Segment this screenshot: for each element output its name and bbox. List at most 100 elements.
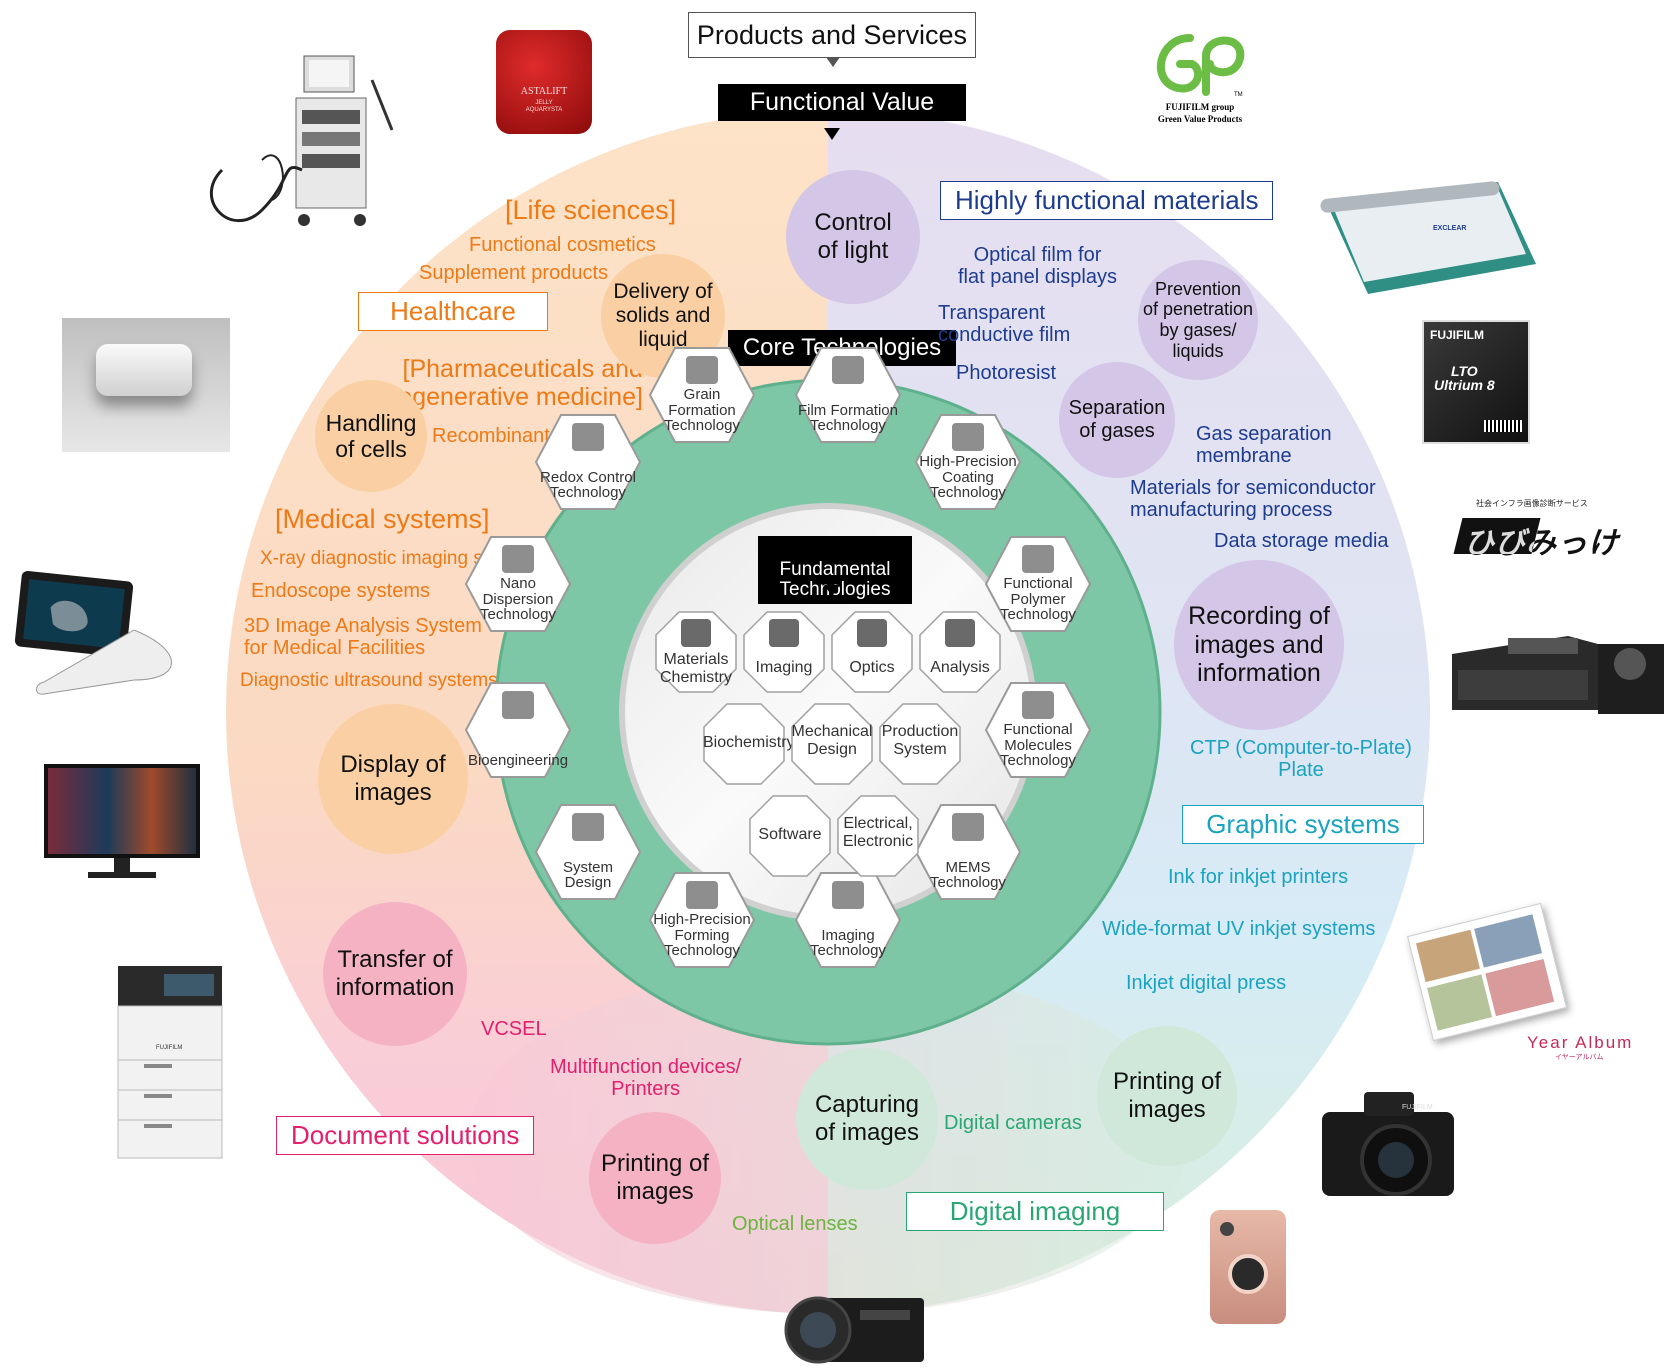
fundamental-tech-label: Software (758, 826, 822, 843)
redox-cycle-icon (572, 423, 604, 451)
functional-value-label: Functional Value (718, 84, 966, 121)
gp-leaf-icon (1157, 34, 1245, 96)
products-services-box: Products and Services (688, 12, 976, 58)
monitor-frame-icon (44, 764, 200, 858)
segment-healthcare: Healthcare (358, 292, 548, 331)
molecule-icon (1022, 691, 1054, 719)
sugar-block-image (62, 318, 230, 452)
value-display: Display of images (318, 704, 468, 854)
product-transparent-film: Transparent conductive film (938, 302, 1071, 346)
endoscope-cart-image (209, 55, 394, 226)
instant-camera-image (1210, 1210, 1286, 1324)
inkjet-press-image (1452, 636, 1664, 714)
fundamental-tech-octagon: Imaging (743, 611, 825, 693)
product-supplement: Supplement products (419, 262, 609, 284)
product-ultrasound: Diagnostic ultrasound systems (240, 670, 498, 691)
core-tech-label: System Design (562, 858, 613, 892)
fundamental-tech-octagon: Optics (831, 611, 913, 693)
astalift-brand: ASTALIFT (520, 86, 568, 97)
core-tech-label: MEMS Technology (930, 858, 1006, 892)
segment-highly-functional-materials: Highly functional materials (940, 181, 1274, 220)
segment-document-text: Document solutions (291, 1120, 520, 1150)
core-tech-hex: Redox Control Technology (534, 413, 642, 511)
products-services-pointer (826, 57, 840, 67)
functional-value-pointer (824, 128, 840, 140)
core-tech-hex: Film Formation Technology (794, 346, 902, 444)
product-endoscope: Endoscope systems (251, 580, 430, 602)
coating-nozzle-icon (952, 423, 984, 451)
year-album-jp: イヤーアルバム (1555, 1054, 1604, 1061)
broadcast-lens-image (784, 1296, 924, 1364)
product-optical-film: Optical film for flat panel displays (958, 244, 1117, 288)
value-control-of-light: Control of light (786, 170, 920, 304)
film-roll-icon (832, 356, 864, 384)
core-tech-hex: Bioengineering (464, 681, 572, 779)
fundamental-technologies-pointer (824, 585, 840, 596)
ultrasound-device-image (14, 570, 172, 695)
hibi-small-text: 社会インフラ画像診断サービス (1476, 499, 1588, 508)
core-tech-hex: MEMS Technology (914, 803, 1022, 901)
core-tech-label: Nano Dispersion Technology (480, 574, 556, 624)
astalift-sub: JELLY AQUARYSTA (525, 100, 563, 113)
product-functional-cosmetics: Functional cosmetics (469, 234, 656, 256)
core-tech-label: Film Formation Technology (797, 401, 898, 435)
value-handling-cells: Handling of cells (315, 380, 427, 492)
analysis-chart-icon (945, 619, 975, 647)
fundamental-tech-octagon: Materials Chemistry (655, 611, 737, 693)
heading-pharma: [Pharmaceuticals and regenerative medici… (390, 355, 643, 411)
fundamental-tech-label: Materials Chemistry (659, 651, 732, 687)
product-semiconductor: Materials for semiconductor manufacturin… (1130, 477, 1376, 521)
hex-cluster-icon (686, 356, 718, 384)
gp-tm: TM (1234, 92, 1243, 98)
lens-stack-icon (686, 881, 718, 909)
value-recording: Recording of images and information (1174, 560, 1344, 730)
product-uv-inkjet: Wide-format UV inkjet systems (1102, 918, 1376, 940)
fundamental-tech-label: Electrical, Electronic (842, 815, 914, 851)
value-printing-left: Printing of images (589, 1112, 721, 1244)
fundamental-tech-octagon: Biochemistry (703, 703, 795, 785)
fundamental-tech-label: Biochemistry (703, 734, 795, 751)
green-value-logo: TM FUJIFILM group Green Value Products (1140, 30, 1260, 130)
lto-title: LTO Ultrium 8 (1434, 363, 1495, 393)
core-tech-label: Bioengineering (467, 752, 569, 770)
fundamental-tech-octagon: Mechanical Design (791, 703, 873, 785)
fundamental-tech-octagon: Analysis (919, 611, 1001, 693)
product-digital-press: Inkjet digital press (1126, 972, 1287, 994)
core-tech-hex: Grain Formation Technology (648, 346, 756, 444)
core-tech-label: Imaging Technology (810, 926, 886, 960)
product-ink: Ink for inkjet printers (1168, 866, 1349, 888)
fundamental-tech-octagon: Production System (879, 703, 961, 785)
functional-value-text: Functional Value (749, 88, 935, 116)
flask-icon (681, 619, 711, 647)
monitor-portrait-icon (769, 619, 799, 647)
hibi-logo: ひびみっけ (1453, 514, 1630, 560)
core-tech-label: High-Precision Forming Technology (653, 910, 751, 960)
person-heart-icon (502, 691, 534, 719)
barcode-icon (1484, 420, 1522, 432)
value-prevention: Prevention of penetration by gases/ liqu… (1138, 260, 1258, 380)
segment-graphic-systems: Graphic systems (1182, 805, 1424, 844)
core-tech-label: Functional Polymer Technology (1000, 574, 1076, 624)
core-tech-label: High-Precision Coating Technology (919, 452, 1017, 502)
imaging-grid-icon (832, 881, 864, 909)
heading-medical-systems: [Medical systems] (275, 504, 490, 534)
core-tech-hex: Functional Molecules Technology (984, 681, 1092, 779)
value-delivery: Delivery of solids and liquid (601, 254, 725, 378)
year-album-label: Year Album (1527, 1033, 1634, 1052)
product-image-analysis: 3D Image Analysis System for Medical Fac… (244, 615, 482, 659)
product-photoresist: Photoresist (956, 362, 1057, 384)
core-tech-hex: Nano Dispersion Technology (464, 535, 572, 633)
core-tech-hex: Functional Polymer Technology (984, 535, 1092, 633)
segment-document-solutions: Document solutions (276, 1116, 535, 1155)
segment-hfm-text: Highly functional materials (955, 185, 1259, 215)
mfp-brand: FUJIFILM (156, 1045, 183, 1051)
gp-line2: Green Value Products (1157, 114, 1243, 124)
segment-digital-text: Digital imaging (949, 1196, 1121, 1226)
gp-line1: FUJIFILM group (1165, 102, 1235, 112)
product-ctp: CTP (Computer-to-Plate) Plate (1190, 737, 1412, 781)
mfp-printer-image (117, 966, 223, 1159)
sugar-cube-icon (96, 344, 192, 396)
core-tech-hex: High-Precision Coating Technology (914, 413, 1022, 511)
fundamental-tech-octagon: Electrical, Electronic (837, 795, 919, 877)
fundamental-tech-label: Mechanical Design (791, 723, 873, 759)
